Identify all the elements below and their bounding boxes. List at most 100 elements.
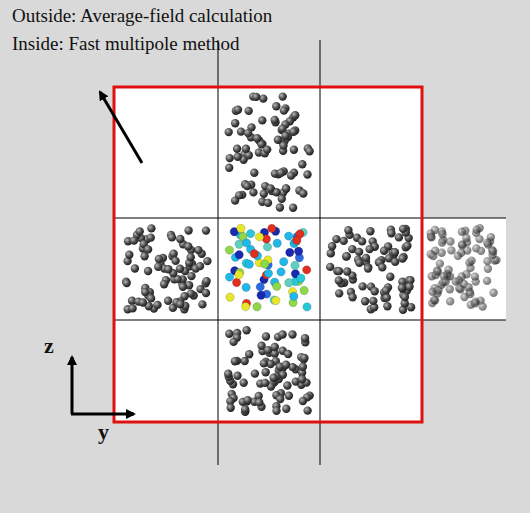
particle [136, 227, 144, 235]
particle [431, 226, 439, 234]
particle [458, 228, 466, 236]
particle [123, 279, 131, 287]
particle [405, 283, 413, 291]
particle [466, 290, 474, 298]
particle [160, 280, 168, 288]
particle [438, 249, 446, 257]
particle [196, 262, 204, 270]
particle [294, 247, 302, 255]
particle [403, 242, 411, 250]
particle [128, 304, 136, 312]
particle [289, 128, 297, 136]
particle [340, 237, 348, 245]
particle [454, 252, 462, 260]
particle [240, 379, 248, 387]
particle [235, 240, 243, 248]
particle [229, 338, 237, 346]
particle [262, 368, 270, 376]
particle [282, 184, 290, 192]
particle [478, 302, 486, 310]
particle [456, 285, 464, 293]
particle [241, 302, 249, 310]
particle [483, 277, 491, 285]
particle [184, 242, 192, 250]
particle [434, 267, 442, 275]
particle [261, 379, 269, 387]
particle [436, 259, 444, 267]
particle [262, 332, 270, 340]
particle [259, 94, 267, 102]
particle [233, 145, 241, 153]
particle [348, 293, 356, 301]
particle [266, 184, 274, 192]
particle [383, 302, 391, 310]
particle [293, 236, 301, 244]
particle [242, 239, 250, 247]
particle [244, 129, 252, 137]
particle [278, 330, 286, 338]
particle [202, 289, 210, 297]
particle [233, 372, 241, 380]
particle [382, 286, 390, 294]
particle [130, 236, 138, 244]
particle [438, 238, 446, 246]
particle [280, 106, 288, 114]
particle [198, 300, 206, 308]
particle [224, 370, 232, 378]
particle [335, 267, 343, 275]
particle [328, 242, 336, 250]
particle [355, 248, 363, 256]
particle [484, 240, 492, 248]
particle [285, 279, 293, 287]
particle [285, 392, 293, 400]
particle [343, 252, 351, 260]
particle [169, 250, 177, 258]
particle [300, 354, 308, 362]
particle [242, 145, 250, 153]
particle [276, 203, 284, 211]
particle [179, 283, 187, 291]
particle [274, 136, 282, 144]
particle [446, 285, 454, 293]
axis-label: z [44, 334, 54, 358]
particle [184, 226, 192, 234]
particle [168, 233, 176, 241]
particle [387, 229, 395, 237]
particle [303, 303, 311, 311]
particle [256, 283, 264, 291]
particle [343, 267, 351, 275]
particle [467, 257, 475, 265]
particle [335, 276, 343, 284]
grid-lines [114, 40, 506, 465]
particle [176, 265, 184, 273]
particle [290, 146, 298, 154]
particle [277, 169, 285, 177]
particle [264, 199, 272, 207]
particle [237, 224, 245, 232]
particle [303, 170, 311, 178]
particle [202, 226, 210, 234]
particle [164, 297, 172, 305]
particle [243, 182, 251, 190]
particle [237, 127, 245, 135]
particle [285, 232, 293, 240]
particle [281, 132, 289, 140]
axis-label: y [98, 420, 109, 444]
particle [202, 277, 210, 285]
particle [386, 273, 394, 281]
particle [278, 195, 286, 203]
particle [401, 293, 409, 301]
particle [471, 299, 479, 307]
particle [203, 257, 211, 265]
particle [144, 267, 152, 275]
particle [225, 164, 233, 172]
particle [271, 343, 279, 351]
particle [226, 154, 234, 162]
particle [287, 171, 295, 179]
particle [231, 119, 239, 127]
particle [264, 269, 272, 277]
particle [484, 265, 492, 273]
particle [225, 128, 233, 136]
particle [358, 282, 366, 290]
